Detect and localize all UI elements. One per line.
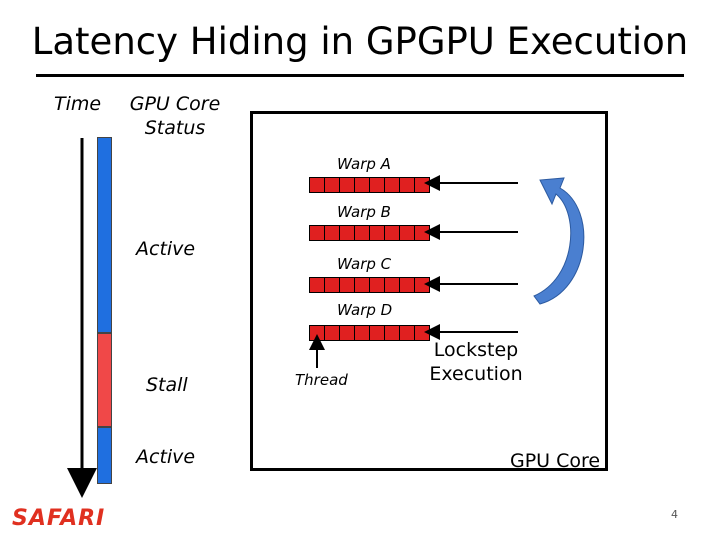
status-label-active-top: Active [136, 238, 196, 260]
status-label-active-bottom: Active [136, 446, 196, 468]
warp-b-label: Warp B [337, 203, 391, 221]
warp-b-bar [309, 225, 430, 241]
timeline-segment-stall [97, 333, 112, 427]
status-label-stall: Stall [146, 374, 188, 396]
gpu-core-box [250, 111, 608, 471]
timeline-segment-active-2 [97, 427, 112, 484]
safari-logo: SAFARI [12, 506, 106, 531]
warp-d-bar [309, 325, 430, 341]
time-header: Time [54, 93, 102, 115]
core-status-header: GPU Core Status [129, 93, 221, 139]
warp-cycle-arrow [533, 177, 585, 305]
title-divider [36, 74, 684, 77]
warp-c-label: Warp C [337, 255, 392, 273]
warp-d-label: Warp D [337, 301, 393, 319]
slide-title: Latency Hiding in GPGPU Execution [31, 20, 689, 63]
warp-a-label: Warp A [337, 155, 391, 173]
thread-label: Thread [295, 371, 348, 389]
warp-c-bar [309, 277, 430, 293]
lockstep-execution-label: Lockstep Execution [429, 339, 523, 385]
gpu-core-label: GPU Core [510, 450, 601, 472]
page-number: 4 [671, 508, 678, 521]
warp-a-bar [309, 177, 430, 193]
timeline-segment-active-1 [97, 137, 112, 333]
